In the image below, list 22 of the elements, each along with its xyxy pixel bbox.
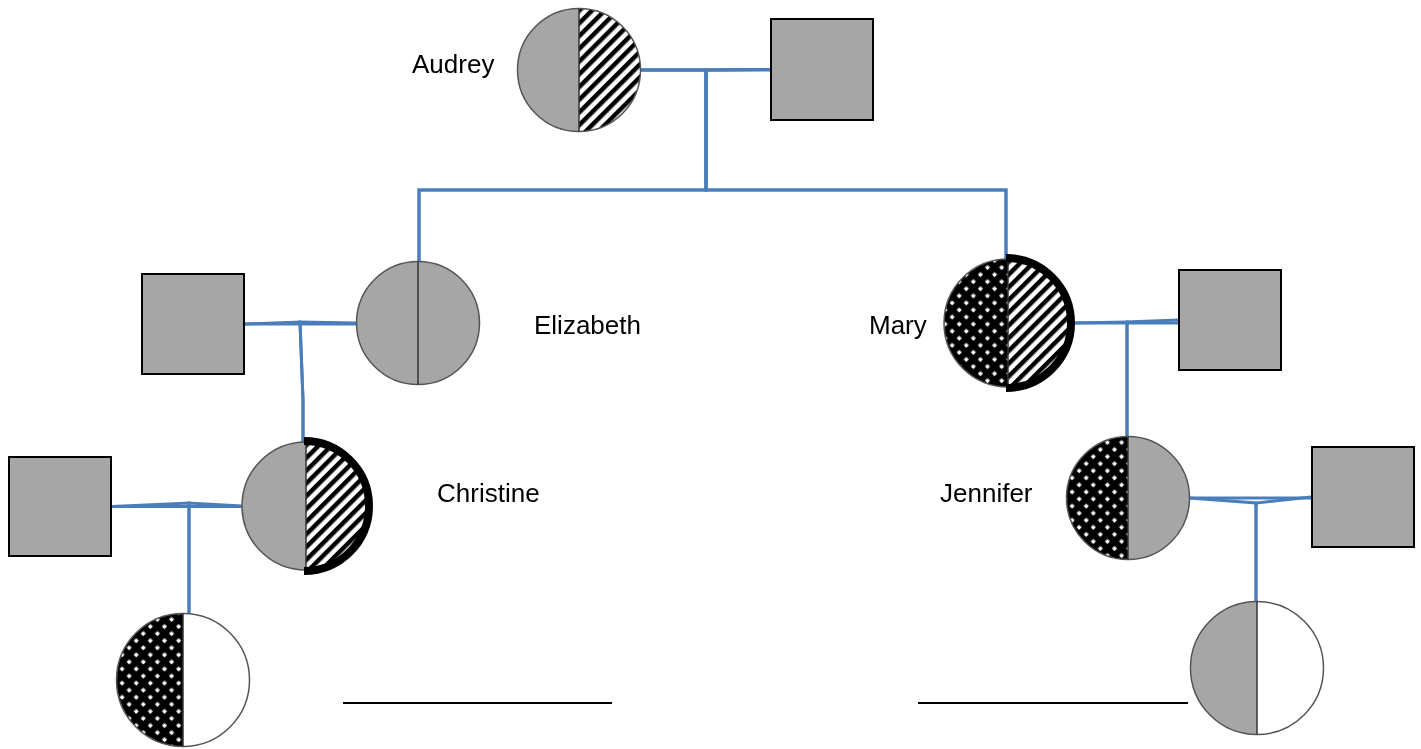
pedigree-circle <box>516 7 642 133</box>
pedigree-square <box>8 456 112 557</box>
pedigree-line <box>245 322 357 326</box>
person-name: Audrey <box>412 50 495 80</box>
pedigree-square <box>1311 446 1415 548</box>
person-name: Elizabeth <box>534 311 641 341</box>
person-name: Mary <box>869 311 927 341</box>
pedigree-circle <box>115 612 251 748</box>
pedigree-line <box>1254 495 1312 602</box>
pedigree-line <box>1125 318 1179 437</box>
person-name: Jennifer <box>940 479 1033 509</box>
pedigree-line <box>704 68 1008 260</box>
person-name: Christine <box>437 479 540 509</box>
pedigree-square <box>141 273 245 375</box>
pedigree-square <box>770 18 874 121</box>
pedigree-square <box>1178 269 1282 371</box>
pedigree-line <box>187 501 243 614</box>
pedigree-circle <box>1189 600 1325 736</box>
pedigree-line <box>1072 321 1178 325</box>
pedigree-circle <box>355 260 481 386</box>
pedigree-circle <box>1065 435 1191 561</box>
pedigree-line <box>298 320 357 443</box>
